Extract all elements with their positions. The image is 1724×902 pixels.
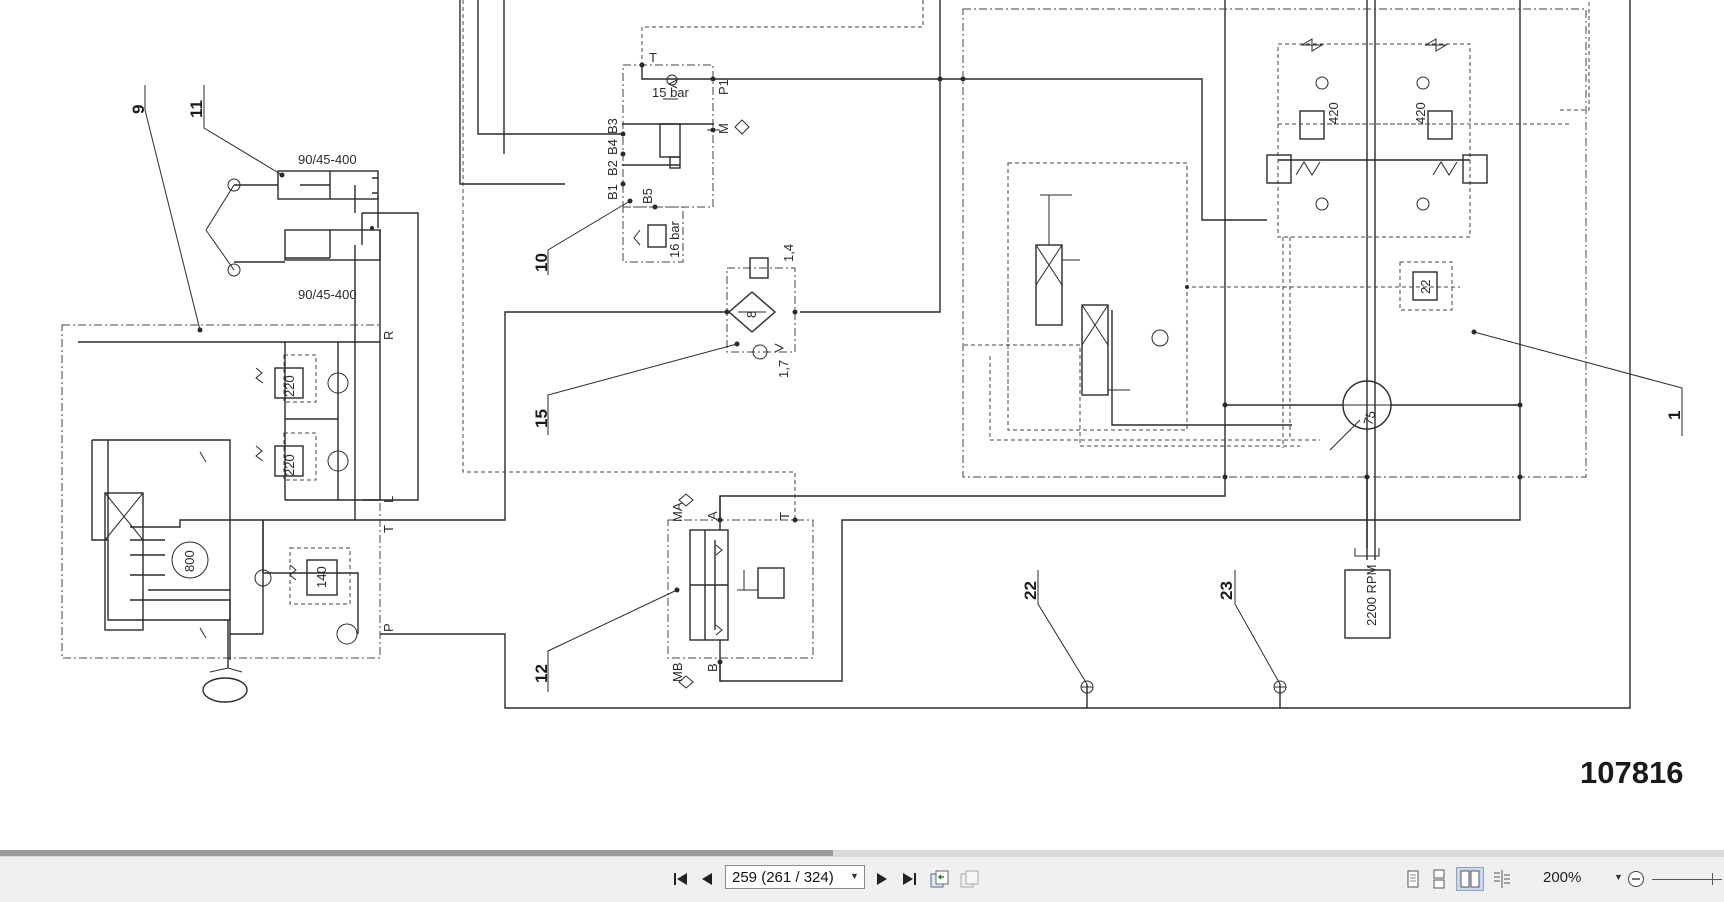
cylinder-top-label: 90/45-400 [298,152,357,167]
port-t-label: T [381,525,396,533]
steering-motor-label: 800 [182,550,197,572]
scrollbar-thumb[interactable] [0,850,833,856]
relief-22-label: 22 [1418,280,1433,294]
relief-valve-420-left [1266,38,1329,211]
variable-pump-75 [1329,380,1392,451]
zoom-dropdown-icon[interactable]: ▼ [1614,872,1623,882]
callout-1: 1 [1665,411,1684,420]
horizontal-scrollbar[interactable] [0,850,1724,856]
port-t-top-label: T [649,50,657,65]
prev-page-icon[interactable] [697,868,717,890]
document-viewport[interactable]: 9 11 10 15 12 22 23 1 90/45-400 90/45-40… [0,0,1724,850]
callout-11: 11 [187,100,206,118]
test-point-23 [1273,680,1287,694]
port-b4-label: B4 [605,139,620,155]
engine [1344,477,1391,639]
pressure-valve-outline [622,206,684,263]
callout-22: 22 [1021,581,1040,600]
port-b2-label: B2 [605,160,620,176]
callout-10: 10 [532,253,551,272]
steering-cylinder-bottom [234,229,381,263]
first-page-icon[interactable] [670,868,692,890]
navigation-toolbar: 259 (261 / 324) ▼ 200% ▼ [0,856,1724,902]
relief-220-upper-label: 220 [282,375,297,397]
relief-valve-220-upper [255,354,317,403]
previous-view-icon[interactable] [928,868,952,890]
page-number-input[interactable]: 259 (261 / 324) [725,865,865,889]
port-a-label: A [705,511,720,520]
zoom-level[interactable]: 200% [1543,869,1582,886]
pressure-15bar-label: 15 bar [652,85,690,100]
port-b-label: B [705,663,720,672]
port-p1-label: P1 [716,79,731,95]
cover-icon[interactable] [1489,868,1515,890]
port-b3-label: B3 [605,118,620,134]
port-b1-label: B1 [605,184,620,200]
test-point-22 [1080,680,1094,694]
hydraulic-schematic: 9 11 10 15 12 22 23 1 90/45-400 90/45-40… [61,0,1684,790]
port-r-label: R [381,331,396,340]
port-ma-label: MA [670,502,685,522]
return-filter [727,257,785,360]
next-page-icon[interactable] [872,868,892,890]
filter-bypass-upper-label: 1,4 [781,244,796,262]
drawing-number: 107816 [1580,755,1683,790]
relief-valve-22 [1399,261,1453,311]
pressure-16bar-label: 16 bar [667,220,682,258]
zoom-out-icon[interactable] [1626,868,1646,890]
callout-9: 9 [129,105,148,114]
next-view-icon[interactable] [958,868,982,890]
relief-420-left-label: 420 [1326,102,1341,124]
single-page-icon[interactable] [1402,868,1424,890]
page-dropdown-icon[interactable]: ▼ [850,871,859,881]
filter-bypass-lower-label: 1,7 [776,360,791,378]
steering-wheel [202,620,248,703]
relief-420-right-label: 420 [1413,102,1428,124]
port-l-label: L [381,496,396,503]
port-mb-label: MB [670,663,685,683]
callout-23: 23 [1217,581,1236,600]
zoom-slider[interactable] [1652,879,1722,880]
last-page-icon[interactable] [898,868,920,890]
relief-140-label: 140 [314,566,329,588]
port-b5-label: B5 [640,188,655,204]
brake-valve-outline [667,519,814,659]
relief-valve-220-lower [255,432,317,481]
cylinder-bottom-label: 90/45-400 [298,287,357,302]
facing-icon[interactable] [1456,867,1484,891]
filter-outline [726,267,796,353]
engine-speed-label: 2200 RPM [1364,565,1379,626]
continuous-icon[interactable] [1428,868,1450,890]
port-p-label: P [381,623,396,632]
pump-unit-outline [962,8,1587,478]
relief-valve-420-right [1416,38,1488,211]
callout-12: 12 [532,664,551,683]
relief-valve-140 [289,547,351,605]
pump-displacement-label: 75 [1360,409,1378,427]
relief-220-lower-label: 220 [282,454,297,476]
steering-motor-800 [171,541,209,579]
port-t-valve12-label: T [777,512,792,520]
port-m-label: M [716,123,731,134]
filter-value-label: 8 [744,311,759,318]
zoom-slider-thumb[interactable] [1712,873,1713,885]
callout-15: 15 [532,409,551,428]
steering-cylinder-top [234,170,379,200]
